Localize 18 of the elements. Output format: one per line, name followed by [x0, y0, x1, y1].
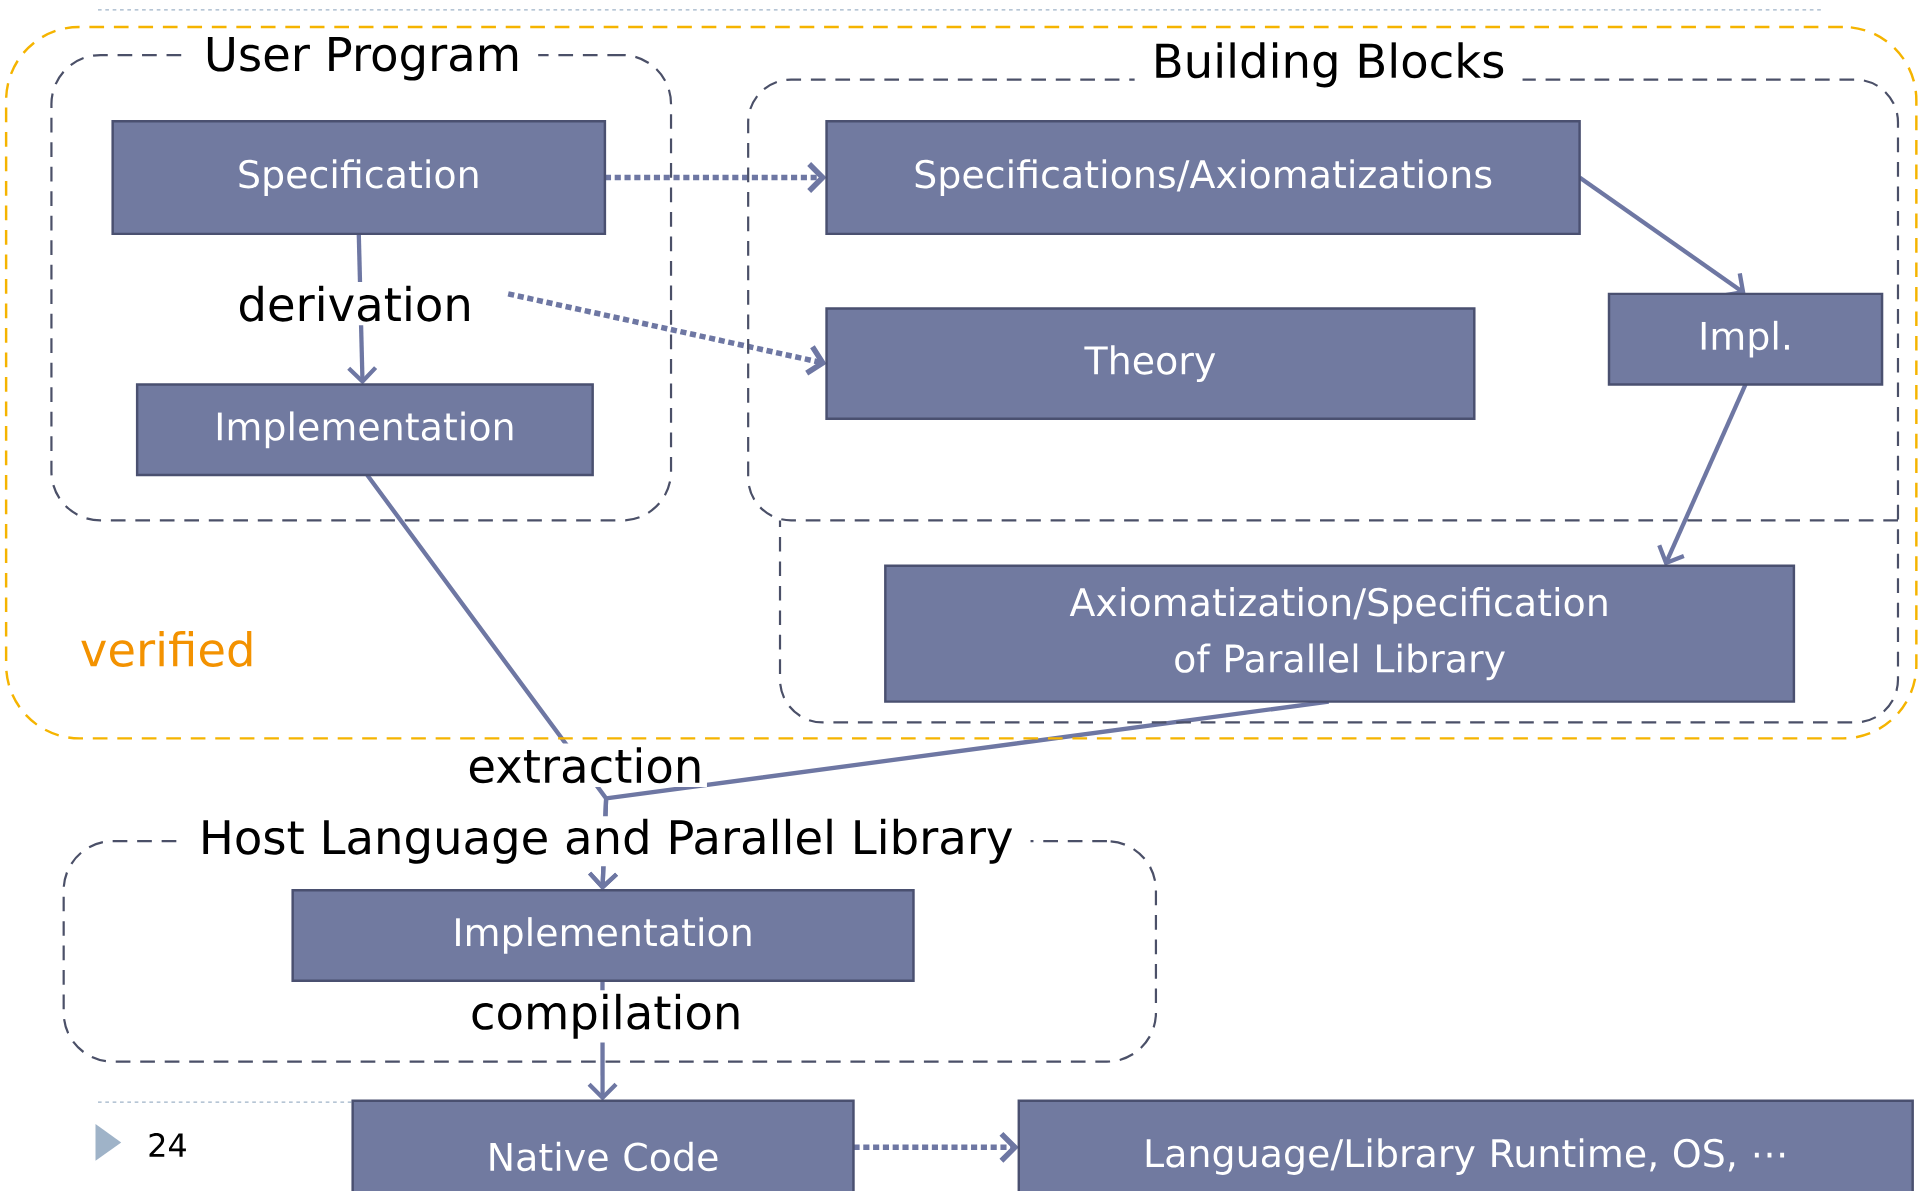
process-box: Theory	[825, 307, 1476, 420]
process-box: Language/Library Runtime, OS, ⋯	[1017, 1099, 1914, 1191]
arrow	[1657, 383, 1748, 566]
process-box: Specification	[111, 119, 607, 235]
edge-label: extraction	[463, 743, 707, 787]
arrow	[507, 290, 827, 376]
process-box: Native Code	[351, 1099, 855, 1191]
arrow	[604, 161, 827, 193]
page-number: 24	[149, 1132, 186, 1157]
edge-label: derivation	[233, 281, 477, 326]
process-box: Specifications/Axiomatizations	[825, 119, 1581, 235]
process-box: Axiomatization/Specification of Parallel Library	[884, 564, 1796, 703]
process-box: Implementation	[135, 383, 594, 477]
arrow	[853, 1131, 1019, 1163]
node-label: Building Blocks	[1156, 42, 1504, 88]
process-box: Implementation	[291, 888, 915, 982]
process-box: Impl.	[1607, 292, 1884, 386]
edge-label: compilation	[466, 989, 746, 1043]
